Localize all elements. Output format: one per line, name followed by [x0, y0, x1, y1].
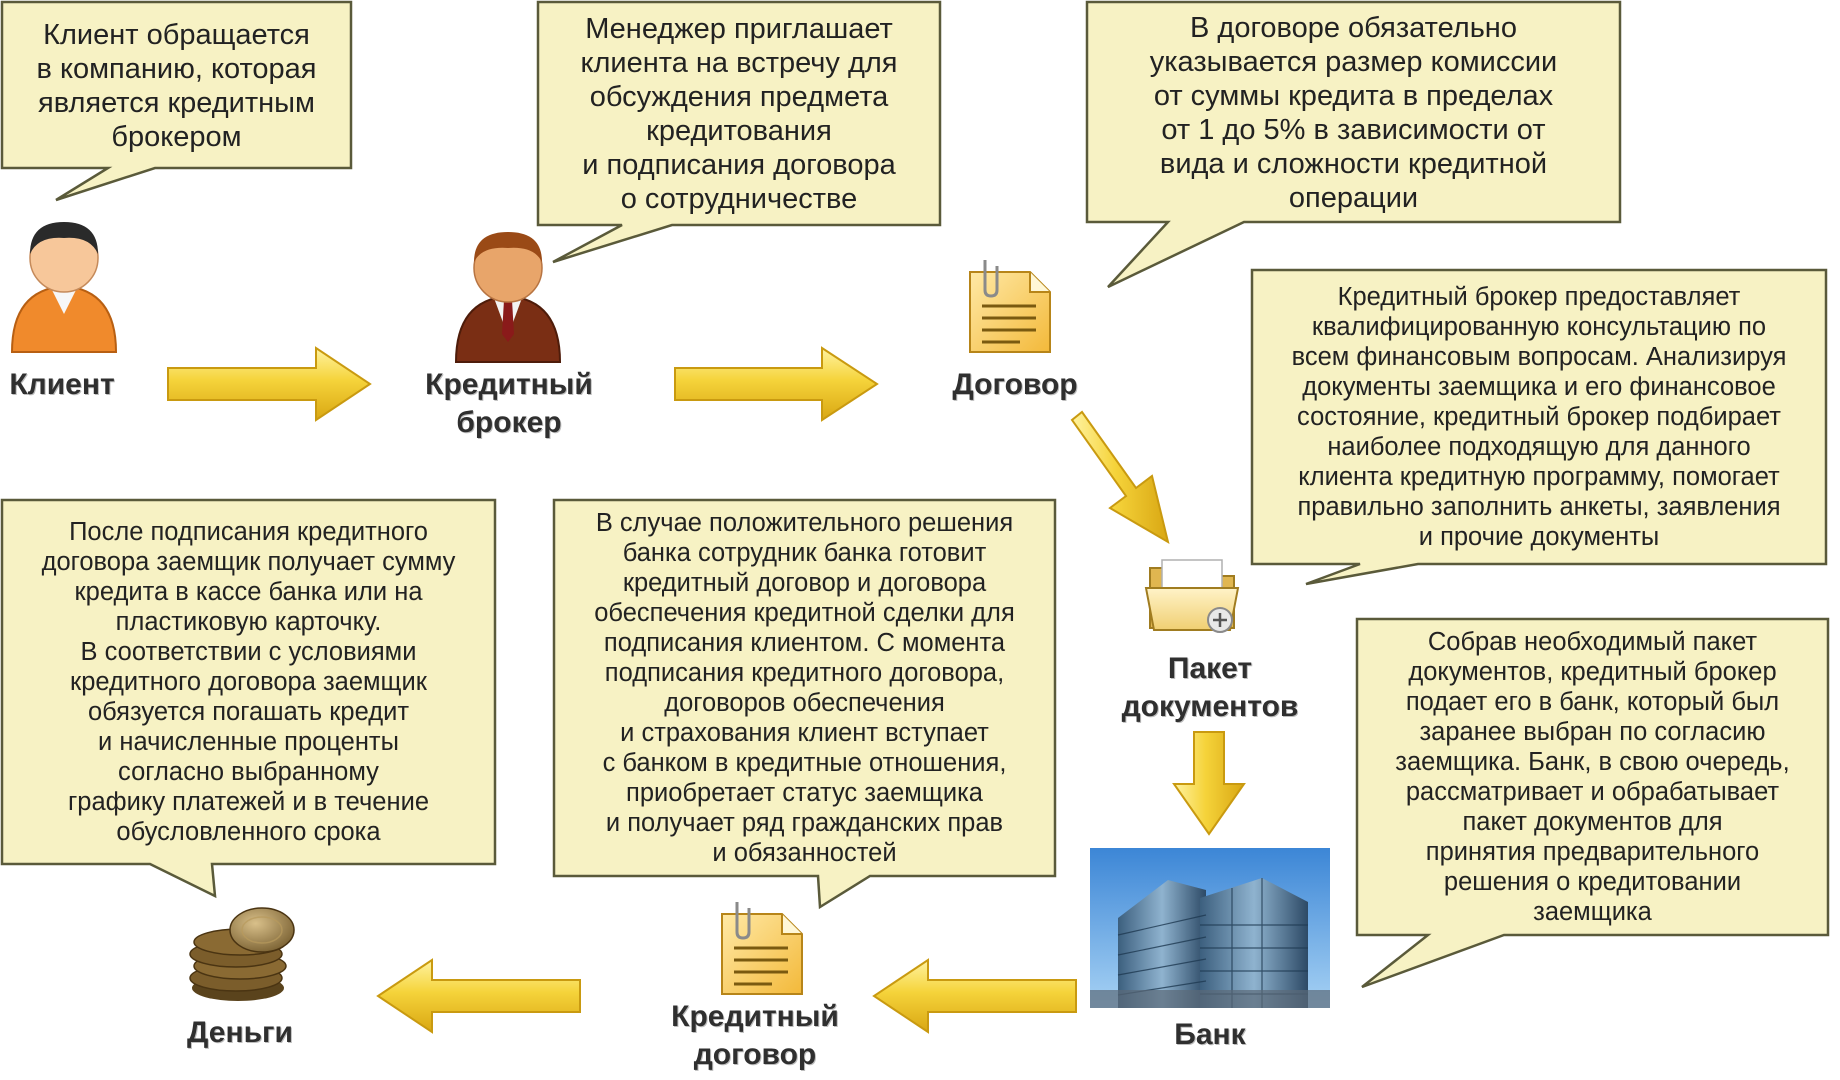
bank-building-icon	[1090, 848, 1330, 1008]
callout-client-text: Клиент обращается в компанию, которая яв…	[36, 19, 317, 153]
document-folder-icon	[1144, 559, 1240, 633]
label-package: Пакет документов	[1121, 652, 1299, 723]
callout-package	[1355, 617, 1830, 989]
callout-commission-text: В договоре обязательно указывается разме…	[1149, 12, 1558, 214]
callout-package-text: Собрав необходимый пакет документов, кре…	[1395, 628, 1790, 926]
label-bank: Банк	[1174, 1018, 1246, 1051]
callout-manager-text: Менеджер приглашает клиента на встречу д…	[580, 13, 898, 215]
label-money: Деньги	[187, 1016, 293, 1049]
arrow-contract-to-package	[1070, 410, 1170, 545]
arrow-credit-contract-to-money	[376, 958, 581, 1034]
contract-document-icon	[969, 260, 1051, 353]
callout-decision-text: В случае положительного решения банка со…	[594, 509, 1015, 867]
label-contract: Договор	[952, 368, 1078, 401]
callout-commission	[1085, 0, 1622, 289]
arrow-bank-to-credit-contract	[872, 958, 1077, 1034]
label-broker: Кредитный брокер	[425, 368, 593, 439]
client-person-icon	[10, 222, 118, 353]
coins-stack-icon	[189, 907, 295, 1001]
broker-person-icon	[454, 232, 562, 363]
arrow-client-to-broker	[167, 346, 372, 422]
credit-contract-document-icon	[721, 902, 803, 995]
label-client: Клиент	[9, 368, 115, 401]
callout-consult	[1250, 268, 1828, 586]
callout-client	[0, 0, 353, 202]
callout-decision	[552, 498, 1057, 910]
callout-payout	[0, 498, 497, 899]
callout-payout-text: После подписания кредитного договора зае…	[41, 518, 456, 846]
callout-consult-text: Кредитный брокер предоставляет квалифици…	[1291, 283, 1787, 551]
label-credit-contract: Кредитный договор	[671, 1000, 839, 1071]
arrow-package-to-bank	[1172, 731, 1246, 836]
callout-manager	[536, 0, 942, 264]
arrow-broker-to-contract	[674, 346, 879, 422]
